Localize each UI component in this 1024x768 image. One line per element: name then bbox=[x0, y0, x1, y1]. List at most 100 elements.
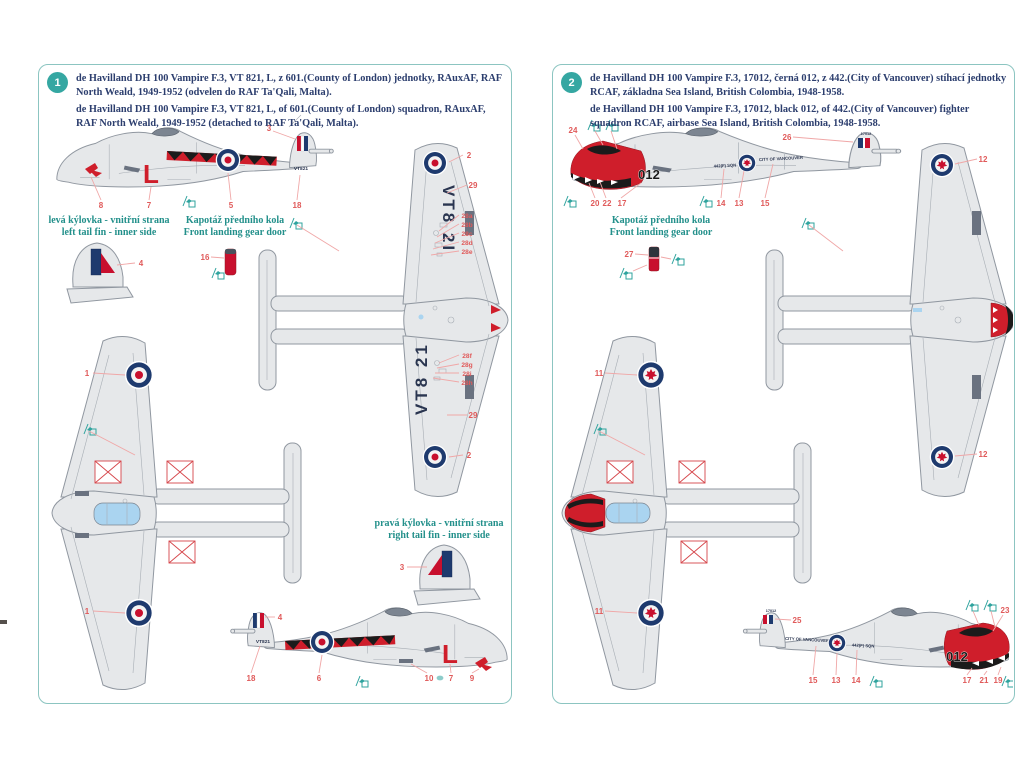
callout: 29 bbox=[469, 411, 478, 420]
callout: 21 bbox=[980, 676, 989, 685]
walkway-cross-box bbox=[168, 540, 196, 564]
underside-plan-view: VT8 2I VT8 21 bbox=[258, 142, 509, 498]
squadron-emblem bbox=[475, 657, 492, 671]
scheme-panel-2: 2 de Havilland DH 100 Vampire F.3, 17012… bbox=[552, 64, 1015, 704]
port-underwing-roundel bbox=[929, 152, 955, 178]
callout: 3 bbox=[267, 124, 272, 133]
scheme-2-number-badge: 2 bbox=[561, 72, 582, 93]
vampire-nose-art: 012 bbox=[944, 622, 1010, 670]
callout: 27 bbox=[625, 250, 634, 259]
decal-stamp-icon bbox=[211, 267, 225, 280]
side-profile-port-view: 012 442(F) SQN CITY OF VANCOUVER 17012 bbox=[570, 127, 902, 190]
callout: 4 bbox=[278, 613, 283, 622]
squadron-title-text: 442(F) SQN bbox=[714, 162, 737, 168]
callout-leader-lines bbox=[88, 130, 480, 674]
callout: 25 bbox=[793, 616, 802, 625]
callout: 8 bbox=[99, 201, 104, 210]
callout: 1 bbox=[85, 607, 90, 616]
starboard-upperwing-roundel bbox=[636, 598, 666, 628]
nose-number: 012 bbox=[946, 649, 968, 664]
tail-serial: 17012 bbox=[861, 132, 872, 136]
fuselage-roundel bbox=[827, 633, 847, 653]
decal-stamp-icon bbox=[699, 195, 713, 208]
decal-stamp-icon bbox=[182, 195, 196, 208]
side-profile-port-view: L VT821 bbox=[56, 114, 334, 189]
callout: 28d bbox=[461, 240, 472, 247]
nose-code-letter: L bbox=[442, 639, 458, 669]
gear-door-detail-view bbox=[224, 248, 237, 276]
left-fin-label-english: left tail fin - inner side bbox=[62, 227, 157, 238]
callout: 7 bbox=[449, 674, 454, 683]
city-title-text: CITY OF VANCOUVER bbox=[785, 636, 829, 643]
walkway-cross-box bbox=[94, 460, 122, 484]
decal-stamp-icon bbox=[869, 675, 883, 688]
callout: 11 bbox=[595, 369, 604, 378]
callout: 17 bbox=[963, 676, 972, 685]
callout: 1 bbox=[85, 369, 90, 378]
nose-red-trim bbox=[491, 305, 501, 332]
callout: 28a bbox=[461, 213, 472, 220]
callout: 28i bbox=[462, 371, 471, 378]
callout: 28b bbox=[461, 222, 472, 229]
callout: 12 bbox=[979, 155, 988, 164]
callout: 28f bbox=[462, 353, 472, 360]
callout: 28h bbox=[461, 380, 472, 387]
scheme-1-number-badge: 1 bbox=[47, 72, 68, 93]
port-upperwing-roundel bbox=[124, 360, 154, 390]
callout: 5 bbox=[229, 201, 234, 210]
tail-serial: VT821 bbox=[256, 639, 270, 645]
walkway-cross-box bbox=[166, 460, 194, 484]
callout: 14 bbox=[852, 676, 861, 685]
callout: 24 bbox=[569, 126, 578, 135]
walkway-cross-box bbox=[680, 540, 708, 564]
gear-door-detail-view bbox=[648, 246, 660, 272]
scheme-2-description-czech: de Havilland DH 100 Vampire F.3, 17012, … bbox=[590, 73, 1007, 98]
callout: 15 bbox=[809, 676, 818, 685]
city-title-text: CITY OF VANCOUVER bbox=[759, 155, 803, 162]
callout: 16 bbox=[201, 253, 210, 262]
canopy bbox=[93, 502, 141, 526]
callout: 20 bbox=[591, 199, 600, 208]
scheme-1-description-czech: de Havilland DH 100 Vampire F.3, VT 821,… bbox=[76, 73, 502, 98]
tail-serial: VT821 bbox=[294, 166, 308, 172]
scheme-2-header: 2 de Havilland DH 100 Vampire F.3, 17012… bbox=[561, 72, 1008, 134]
left-fin-label-czech: levá kýlovka - vnitřní strana bbox=[48, 215, 169, 226]
callout: 10 bbox=[425, 674, 434, 683]
callout: 12 bbox=[979, 450, 988, 459]
fin-flash: 17012 bbox=[763, 609, 776, 624]
callout-numbers: 3 8 7 5 18 4 16 2 29 28a 28b 28c 28d 28e… bbox=[85, 124, 478, 683]
decal-stamp-icon bbox=[355, 675, 369, 688]
callout: 11 bbox=[595, 607, 604, 616]
callout: 23 bbox=[1001, 606, 1010, 615]
callout-numbers: 24 20 22 17 14 13 15 26 27 12 12 11 11 2… bbox=[569, 126, 1010, 685]
callout: 18 bbox=[247, 674, 256, 683]
scheme-2-description-english: de Havilland DH 100 Vampire F.3, 17012, … bbox=[590, 104, 970, 129]
gear-door-label-czech: Kapotáž předního kola bbox=[612, 215, 710, 226]
decal-stamp-icon bbox=[983, 599, 997, 612]
nose-number: 012 bbox=[638, 167, 660, 182]
starboard-upperwing-roundel bbox=[124, 598, 154, 628]
squadron-title-text: 442(F) SQN bbox=[852, 642, 875, 648]
callout: 18 bbox=[293, 201, 302, 210]
callout: 28c bbox=[461, 231, 472, 238]
callout: 14 bbox=[717, 199, 726, 208]
nose-art-upper bbox=[564, 493, 606, 533]
callout: 28e bbox=[461, 249, 472, 256]
canopy bbox=[605, 502, 651, 524]
underwing-code-lower: VT8 21 bbox=[412, 342, 431, 415]
underside-plan-view bbox=[765, 142, 1013, 498]
callout: 26 bbox=[783, 133, 792, 142]
right-fin-label-czech: pravá kýlovka - vnitřní strana bbox=[375, 518, 504, 529]
callout: 19 bbox=[994, 676, 1003, 685]
fin-flash bbox=[253, 612, 264, 629]
callout-leader-lines bbox=[574, 130, 1004, 676]
decal-stamp-icon bbox=[619, 267, 633, 280]
upper-plan-view bbox=[561, 335, 812, 691]
decal-stamp-icon bbox=[965, 599, 979, 612]
fin-flash: 17012 bbox=[858, 132, 871, 148]
callout: 9 bbox=[470, 674, 475, 683]
underwing-code-upper: VT8 2I bbox=[439, 185, 458, 253]
gear-door-label-english: Front landing gear door bbox=[610, 227, 713, 238]
walkway-cross-box bbox=[678, 460, 706, 484]
decal-stamp-icon bbox=[1001, 675, 1013, 688]
